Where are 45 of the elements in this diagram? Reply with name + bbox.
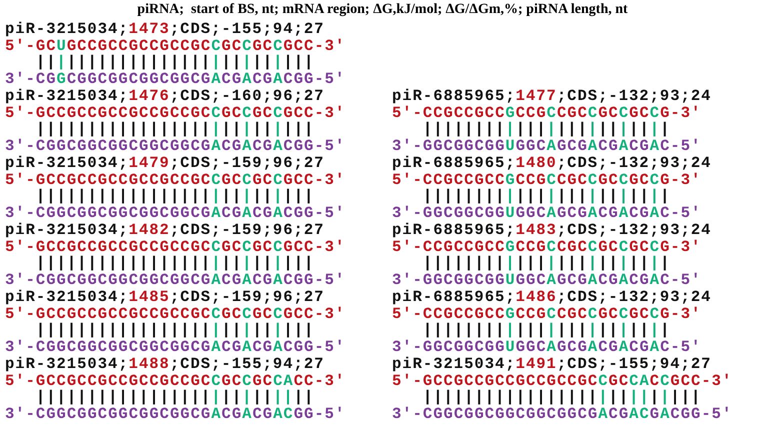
mrna-sequence: 5'-CCGCCGCCGCCGCCGCCGCCGCCG-3' (392, 238, 702, 255)
mrna-sequence: 5'-GCCGCCGCCGCCGCCGCCGCCACCGCC-3' (392, 372, 732, 389)
mrna-sequence: 5'-GCCGCCGCCGCCGCCGCCGCCGCCGCC-3' (5, 306, 346, 322)
sequence-header: piR-3215034;1479;CDS;-159;96;27 (5, 155, 324, 172)
pirna-sequence: 3'-CGGCGGCGGCGGCGGCGACGACGACGG-5' (5, 272, 346, 288)
pirna-sequence: 3'-GGCGGCGGUGGCAGCGACGACGAC-5' (392, 204, 702, 221)
mrna-sequence: 5'-CCGCCGCCGCCGCCGCCGCCGCCG-3' (392, 306, 702, 322)
pirna-sequence: 3'-GGCGGCGGUGGCAGCGACGACGAC-5' (392, 138, 702, 154)
mrna-sequence: 5'-GCCGCCGCCGCCGCCGCCGCCGCCGCC-3' (5, 104, 346, 121)
base-pair-marks: ||||||||||||||||||||||||||| (422, 389, 702, 406)
sequence-header: piR-6885965;1483;CDS;-132;93;24 (392, 222, 712, 238)
base-pair-marks: ||||||||||||||||||||||||||| (34, 322, 314, 338)
sequence-header: piR-3215034;1491;CDS;-155;94;27 (392, 356, 712, 372)
mrna-sequence: 5'-GCCGCCGCCGCCGCCGCCGCCGCCGCC-3' (5, 238, 346, 255)
mrna-sequence: 5'-CCGCCGCCGCCGCCGCCGCCGCCG-3' (392, 104, 702, 121)
pirna-sequence: 3'-CGGCGGCGGCGGCGGCGACGACGACGG-5' (5, 406, 346, 422)
sequence-header: piR-6885965;1480;CDS;-132;93;24 (392, 155, 712, 172)
pirna-sequence: 3'-CGGCGGCGGCGGCGGCGACGACGACGG-5' (5, 338, 346, 355)
pirna-sequence: 3'-CGGCGGCGGCGGCGGCGACGACGACGG-5' (392, 406, 732, 422)
pirna-sequence: 3'-CGGCGGCGGCGGCGGCGACGACGACGG-5' (5, 70, 346, 87)
base-pair-marks: ||||||||||||||||||||||||||| (34, 121, 314, 138)
sequence-header: piR-3215034;1476;CDS;-160;96;27 (5, 88, 324, 104)
sequence-header: piR-6885965;1477;CDS;-132;93;24 (392, 88, 712, 104)
mrna-sequence: 5'-CCGCCGCCGCCGCCGCCGCCGCCG-3' (392, 172, 702, 188)
mrna-sequence: 5'-GCCGCCGCCGCCGCCGCCGCCGCCACC-3' (5, 372, 346, 389)
base-pair-marks: |||||||||||||||||||||||| (422, 255, 670, 272)
base-pair-marks: |||||||||||||||||||||||| (422, 322, 670, 338)
base-pair-marks: ||||||||||||||||||||||||||| (34, 54, 314, 70)
sequence-header: piR-3215034;1482;CDS;-159;96;27 (5, 222, 324, 238)
base-pair-marks: ||||||||||||||||||||||||||| (34, 188, 314, 204)
base-pair-marks: |||||||||||||||||||||||| (422, 188, 670, 204)
mrna-sequence: 5'-GCUGCCGCCGCCGCCGCCGCCGCCGCC-3' (5, 38, 346, 54)
pirna-sequence: 3'-CGGCGGCGGCGGCGGCGACGACGACGG-5' (5, 204, 346, 221)
figure-title: piRNA; start of BS, nt; mRNA region; ΔG,kJ/mol; ΔG/ΔGm,%; piRNA length, nt (136, 2, 629, 18)
sequence-header: piR-3215034;1485;CDS;-159;96;27 (5, 289, 324, 306)
pirna-sequence: 3'-GGCGGCGGUGGCAGCGACGACGAC-5' (392, 272, 702, 288)
mrna-sequence: 5'-GCCGCCGCCGCCGCCGCCGCCGCCGCC-3' (5, 172, 346, 188)
base-pair-marks: ||||||||||||||||||||||||||| (34, 389, 314, 406)
sequence-header: piR-6885965;1486;CDS;-132;93;24 (392, 289, 712, 306)
base-pair-marks: ||||||||||||||||||||||||||| (34, 255, 314, 272)
pirna-sequence: 3'-CGGCGGCGGCGGCGGCGACGACGACGG-5' (5, 138, 346, 154)
sequence-header: piR-3215034;1473;CDS;-155;94;27 (5, 21, 324, 38)
sequence-header: piR-3215034;1488;CDS;-155;94;27 (5, 356, 324, 372)
pirna-sequence: 3'-GGCGGCGGUGGCAGCGACGACGAC-5' (392, 338, 702, 355)
base-pair-marks: |||||||||||||||||||||||| (422, 121, 670, 138)
